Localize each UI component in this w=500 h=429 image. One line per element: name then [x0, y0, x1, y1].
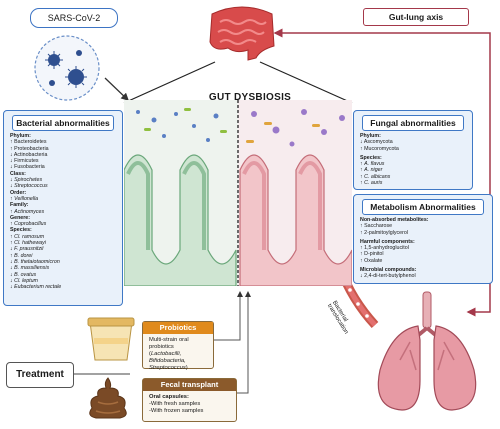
panel-line: ↓ Ascomycota — [360, 139, 393, 146]
panel-line: ↑ Mucoromycota — [360, 145, 399, 152]
panel-line: ↑ Actinomyces — [10, 208, 45, 215]
panel-line: Order: — [10, 189, 27, 196]
probiotics-title: Probiotics — [143, 322, 213, 334]
panel-line: ↑ Proteobacteria — [10, 145, 49, 152]
panel-line: ↑ Cl. ramosum — [10, 233, 45, 240]
panel-line: Family: — [10, 202, 29, 209]
probiotic-cup-icon — [87, 317, 135, 361]
panel-line: ↑ Oxalate — [360, 257, 383, 264]
panel-line: ↓ Actinobacteria — [10, 151, 48, 158]
panel-line: ↓ F. prausnitzii — [10, 246, 44, 253]
gut-dysbiosis-title: GUT DYSBIOSIS — [208, 92, 292, 103]
panel-line: ↑ 2-palmitoylglycerol — [360, 229, 408, 236]
fecal-transplant-body: Oral capsules: -With fresh samples -With… — [149, 394, 232, 415]
fecal-line-3: -With frozen samples — [149, 408, 204, 414]
intestine-icon — [209, 6, 275, 61]
panel-line: Non-absorbed metabolites: — [360, 217, 429, 223]
probiotics-line-1: Multi-strain oral probiotics — [149, 337, 189, 350]
probiotics-line-3: Streptococcus) — [149, 365, 188, 371]
bacterial-abnormalities-panel: Bacterial abnormalities Phylum:↑ Bactero… — [3, 110, 123, 306]
panel-line: ↑ C. auris — [360, 180, 383, 187]
fungal-panel-title: Fungal abnormalities — [362, 115, 464, 131]
fecal-transplant-box: Fecal transplant Oral capsules: -With fr… — [142, 378, 237, 422]
fecal-line-2: -With fresh samples — [149, 401, 201, 407]
sars-cov-2-label: SARS-CoV-2 — [30, 8, 118, 28]
fecal-line-1: Oral capsules: — [149, 394, 189, 400]
panel-line: ↑ Veillonella — [10, 195, 39, 202]
probiotics-line-2: (Lactobacilli, Bifidobacteria, — [149, 351, 186, 364]
panel-line: Phylum: — [10, 133, 31, 139]
panel-line: ↑ 1,5-anhydroglucitol — [360, 245, 409, 252]
treatment-label: Treatment — [6, 362, 74, 388]
panel-line: ↓ 2,4-di-tert-butylphenol — [360, 273, 416, 280]
gut-cross-section-illustration — [124, 100, 352, 286]
panel-line: ↑ Saccharose — [360, 223, 393, 230]
panel-line: ↓ Firmicutes — [10, 158, 39, 165]
probiotics-body: Multi-strain oral probiotics (Lactobacil… — [149, 337, 209, 372]
panel-line: ↓ B. thetaiotaomicron — [10, 258, 60, 265]
metabolism-panel-title: Metabolism Abnormalities — [362, 199, 484, 215]
fecal-transplant-title: Fecal transplant — [143, 379, 236, 391]
fungal-abnormalities-panel: Fungal abnormalities Phylum:↓ Ascomycota… — [353, 110, 473, 190]
panel-line: Species: — [10, 227, 32, 234]
panel-line: Genere: — [10, 214, 31, 221]
panel-line: ↓ Cl. leptum — [10, 277, 38, 284]
panel-line: ↑ Bacteroidetes — [10, 139, 47, 146]
panel-line: ↑ D-pinitol — [360, 251, 384, 258]
panel-line: ↓ B. ovatus — [10, 271, 37, 278]
funnel-line-right — [259, 61, 353, 104]
panel-line: ↑ Coprobacillus — [10, 221, 47, 228]
panel-line: ↓ Spirochetes — [10, 177, 43, 184]
virus-dish-icon — [34, 35, 100, 101]
panel-line: Harmful components: — [360, 238, 415, 245]
lungs-icon — [377, 291, 477, 411]
bacterial-panel-body: Phylum:↑ Bacteroidetes↑ Proteobacteria↓ … — [10, 133, 118, 290]
gut-lung-axis-line — [282, 32, 491, 317]
panel-line: ↓ Fusobacteria — [10, 164, 45, 171]
panel-line: Class: — [10, 170, 26, 177]
panel-line: ↑ B. dorei — [10, 252, 33, 259]
probiotics-box: Probiotics Multi-strain oral probiotics … — [142, 321, 214, 372]
bacterial-panel-title: Bacterial abnormalities — [12, 115, 114, 131]
feces-icon — [89, 377, 127, 419]
panel-line: Phylum: — [360, 133, 381, 139]
panel-line: ↑ A. flavus — [360, 161, 385, 168]
panel-line: Species: — [360, 154, 382, 161]
gut-lung-axis-label: Gut-lung axis — [363, 8, 469, 26]
panel-line: ↑ Cl. hathewayi — [10, 240, 46, 247]
panel-line: Microbial compounds: — [360, 267, 417, 274]
panel-line: ↓ Streptococcus — [10, 183, 48, 190]
metabolism-abnormalities-panel: Metabolism Abnormalities Non-absorbed me… — [353, 194, 493, 284]
funnel-line-left — [123, 61, 216, 104]
virus-to-gut-arrow — [104, 77, 129, 101]
panel-line: ↑ C. albicans — [360, 173, 391, 180]
panel-line: ↓ Eubacterium rectale — [10, 284, 62, 291]
panel-line: ↑ A. niger — [360, 167, 383, 174]
metabolism-panel-body: Non-absorbed metabolites:↑ Saccharose↑ 2… — [360, 217, 488, 280]
panel-line: ↓ B. massiliensis — [10, 265, 50, 272]
